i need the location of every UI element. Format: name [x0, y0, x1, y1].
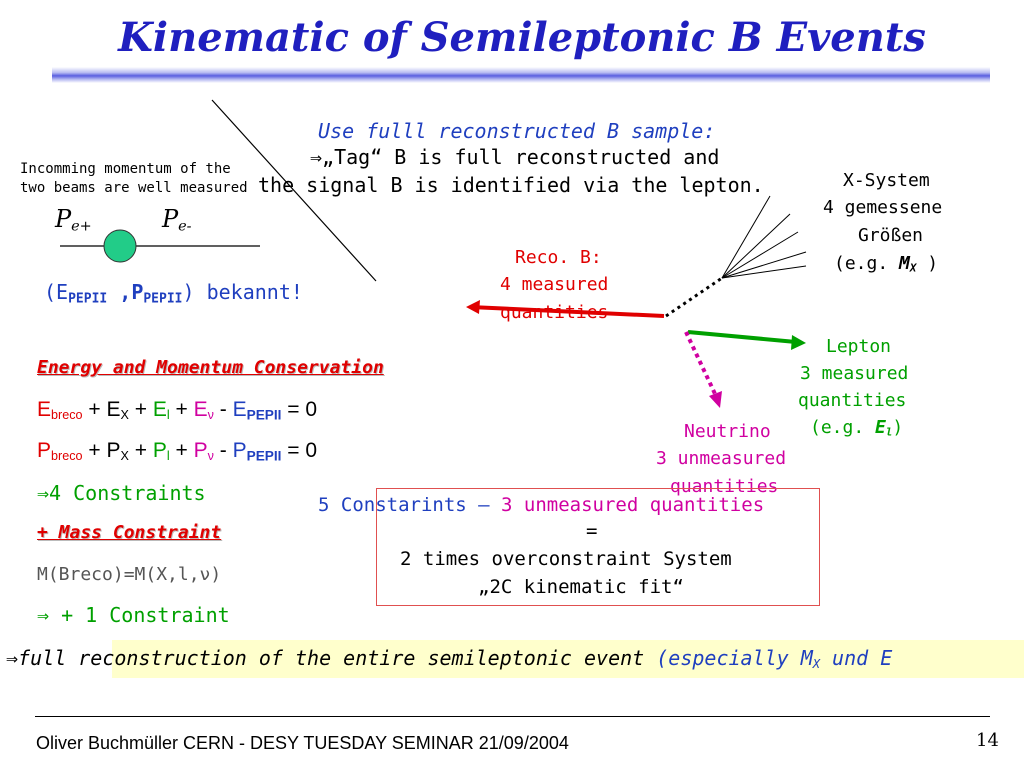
- neutrino-label: Neutrino: [684, 421, 771, 442]
- x-system-example: (e.g. MX ): [834, 253, 939, 275]
- collision-ball: [103, 229, 137, 263]
- lepton-arrowhead: [791, 335, 806, 350]
- lepton-label: Lepton: [826, 336, 892, 357]
- energy-conservation-equation: Ebreco + EX + El + Eν - EPEPII = 0: [37, 398, 318, 423]
- mass-constraint-heading: + Mass Constraint: [37, 522, 222, 543]
- neutrino-count: 3 unmeasured: [656, 448, 787, 469]
- beam-note-line2: two beams are well measured: [20, 180, 248, 196]
- conservation-heading: Energy and Momentum Conservation: [37, 357, 384, 378]
- b-to-x-dotted-line: [665, 276, 723, 318]
- momentum-conservation-equation: Pbreco + PX + Pl + Pν - PPEPII = 0: [37, 439, 318, 464]
- reco-b-label: Reco. B:: [515, 247, 602, 268]
- tag-statement-line2: the signal B is identified via the lepto…: [258, 173, 764, 197]
- reco-b-arrowhead: [466, 300, 480, 314]
- footer-divider: [35, 716, 990, 717]
- x-system-track-3: [721, 251, 807, 279]
- equals-sign: =: [586, 520, 598, 542]
- x-system-track-5: [721, 213, 791, 279]
- overconstraint-box: [376, 488, 820, 606]
- neutrino-dotted-arrow: [684, 331, 718, 397]
- constraint-count-line: 5 Constarints – 3 unmeasured quantities: [318, 494, 765, 516]
- page-title: Kinematic of Semileptonic B Events: [118, 14, 926, 61]
- x-system-track-2: [721, 231, 799, 279]
- x-system-count: 4 gemessene: [823, 197, 943, 218]
- kinematic-fit-line: „2C kinematic fit“: [478, 576, 684, 598]
- x-system-track-1: [721, 195, 771, 279]
- plus-one-constraint: ⇒ + 1 Constraint: [37, 603, 230, 627]
- x-system-quantities: Größen: [858, 225, 924, 246]
- neutrino-quantities: quantities: [670, 476, 779, 497]
- lepton-count: 3 measured: [800, 363, 909, 384]
- footer-author: Oliver Buchmüller CERN - DESY TUESDAY SE…: [36, 733, 569, 753]
- page-number: 14: [976, 730, 999, 751]
- p-e-minus-label: Pe-: [162, 205, 192, 235]
- x-system-track-4: [721, 265, 807, 279]
- tag-statement-line1: ⇒„Tag“ B is full reconstructed and: [310, 145, 720, 169]
- neutrino-arrowhead: [709, 391, 722, 408]
- conclusion-highlight: [112, 640, 1024, 678]
- title-underline-bar: [52, 67, 990, 83]
- beam-known-statement: (EPEPII ,PPEPII) bekannt!: [44, 280, 303, 307]
- beam-note-line1: Incomming momentum of the: [20, 161, 231, 177]
- sample-statement: Use fulll reconstructed B sample:: [318, 119, 716, 143]
- lepton-quantities: quantities: [798, 390, 907, 411]
- lepton-arrow: [687, 330, 797, 344]
- reco-b-arrow: [469, 305, 665, 318]
- reco-b-count: 4 measured: [500, 274, 609, 295]
- lepton-example: (e.g. El): [810, 417, 904, 439]
- overconstraint-line: 2 times overconstraint System: [400, 548, 732, 570]
- reco-b-quantities: quantities: [500, 302, 609, 323]
- x-system-label: X-System: [843, 170, 930, 191]
- conclusion-statement: ⇒full reconstruction of the entire semil…: [6, 646, 893, 671]
- mass-constraint-equation: M(Breco)=M(X,l,ν): [37, 564, 222, 585]
- p-e-plus-label: Pe+: [55, 205, 92, 235]
- four-constraints: ⇒4 Constraints: [37, 481, 206, 505]
- diagonal-separator-line: [211, 99, 377, 282]
